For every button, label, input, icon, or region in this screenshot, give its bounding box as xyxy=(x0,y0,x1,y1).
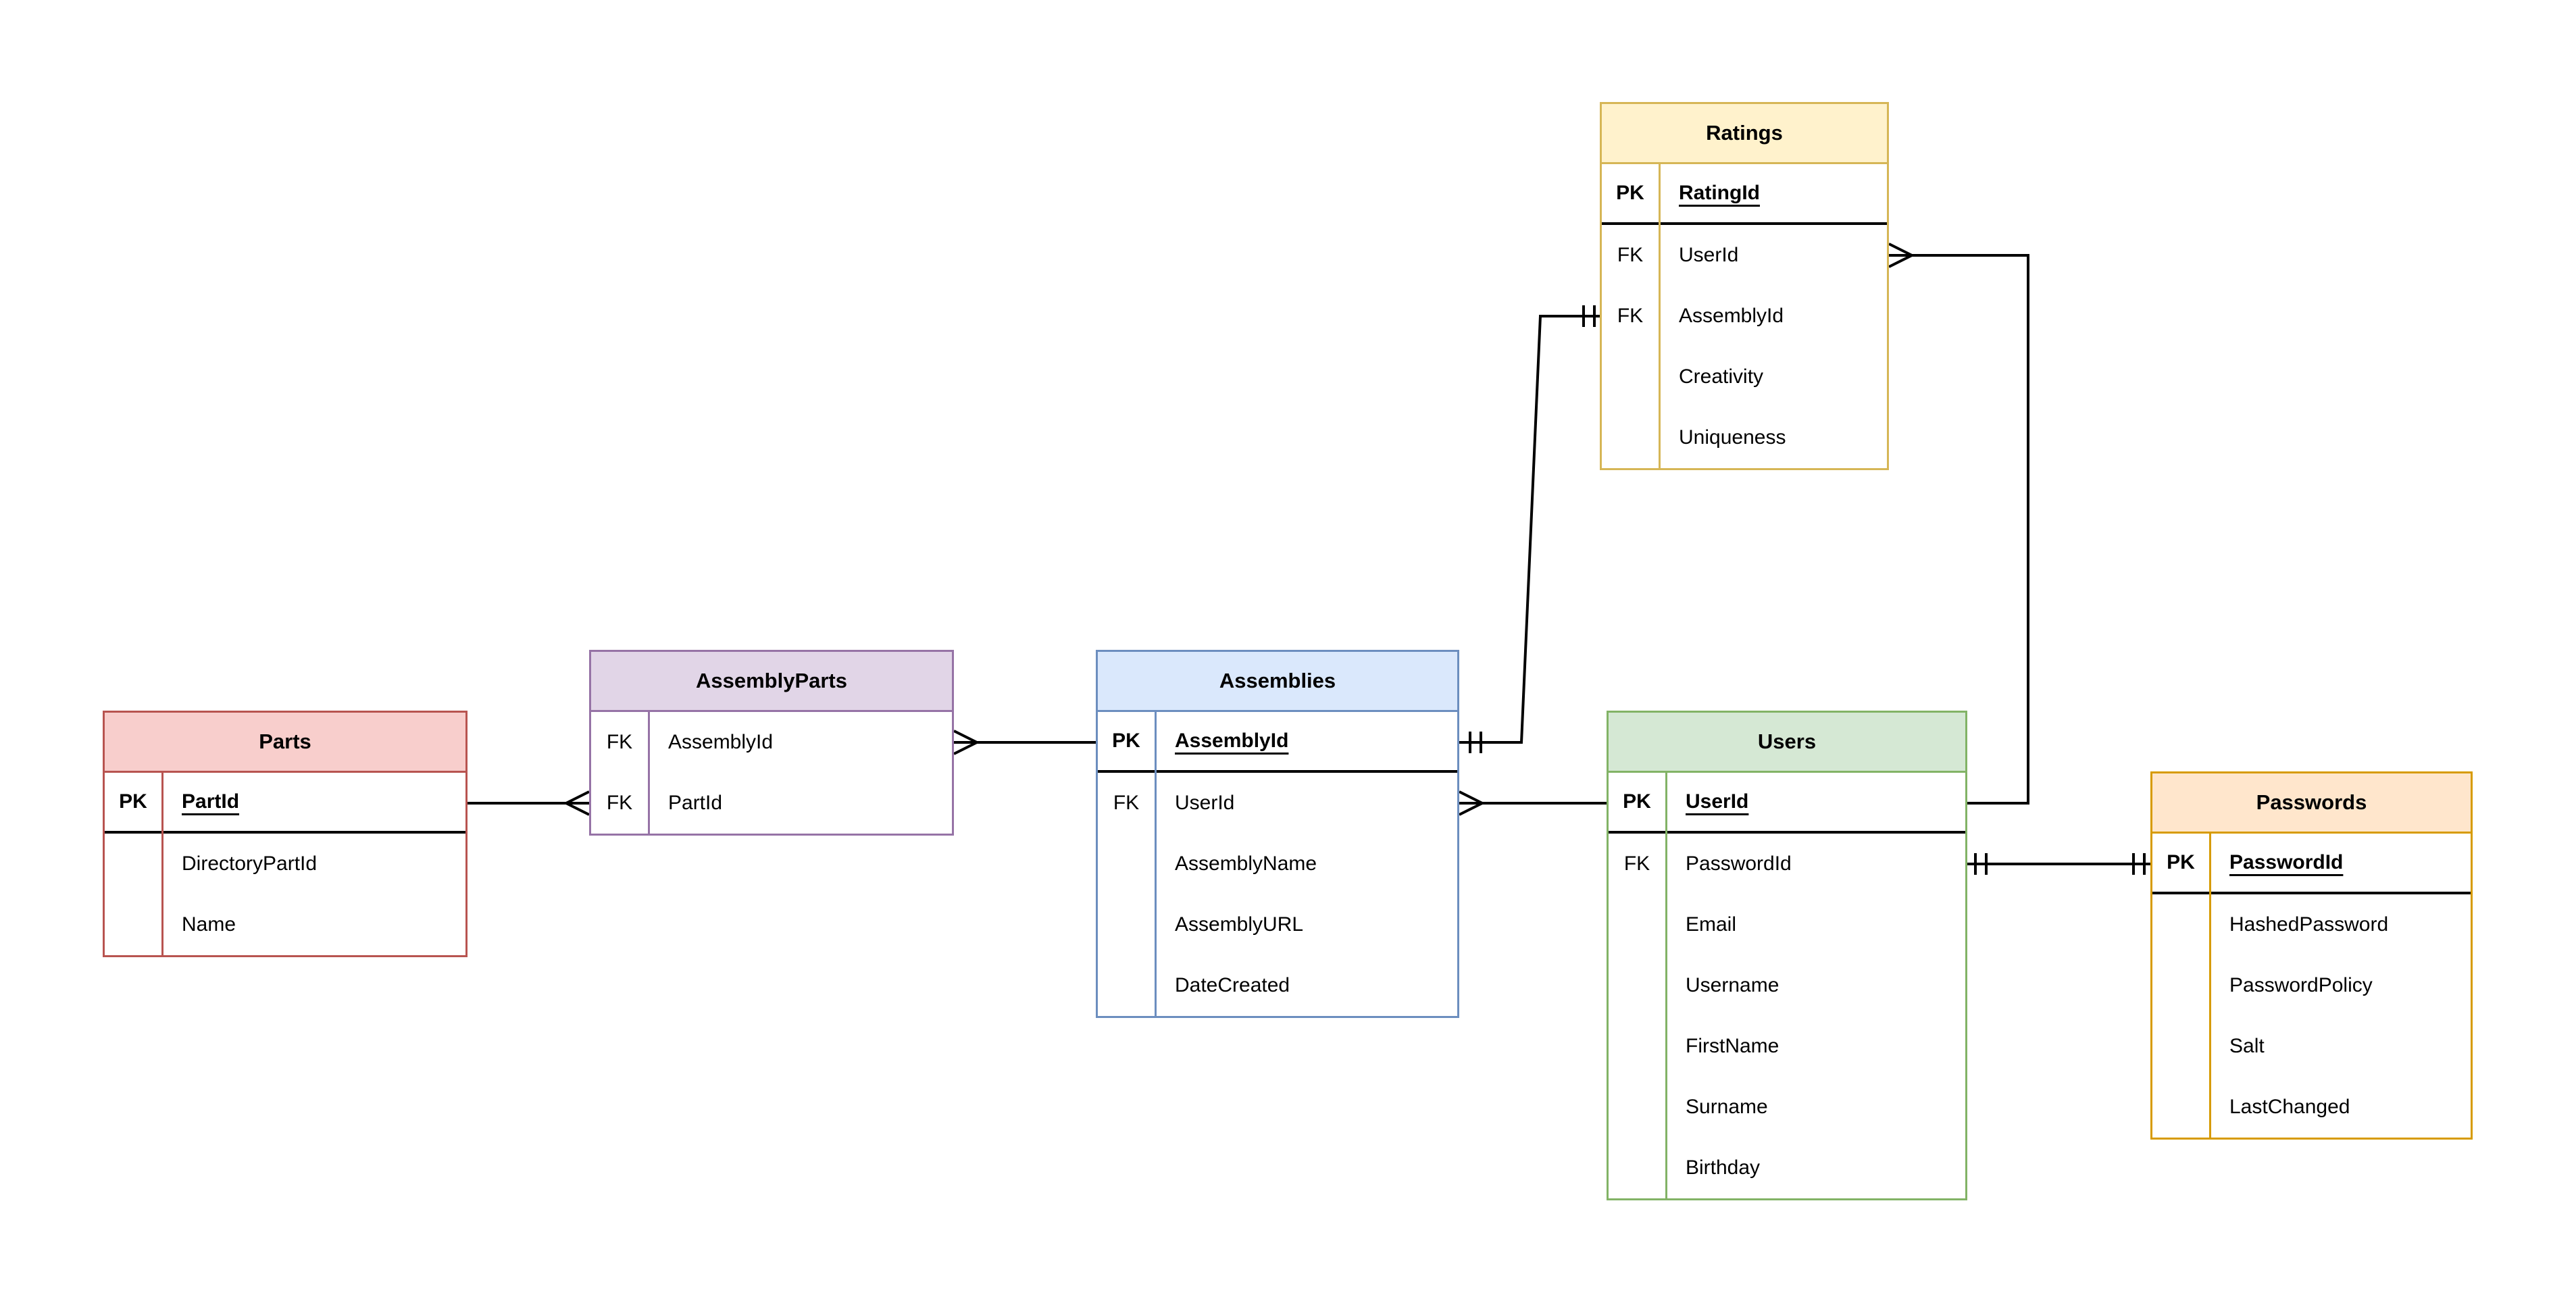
key-label: FK xyxy=(1623,852,1650,875)
field-name: Creativity xyxy=(1679,365,1764,388)
row-assemblyparts-assemblyid[interactable]: FK AssemblyId xyxy=(591,712,952,773)
one-mandatory-tick-icon xyxy=(1974,853,1988,875)
field-name: Username xyxy=(1686,974,1779,996)
field-name: RatingId xyxy=(1679,182,1760,204)
row-ratings-ratingid[interactable]: PK RatingId xyxy=(1602,164,1887,225)
key-label: PK xyxy=(1623,790,1651,813)
relationship-ratings-users[interactable] xyxy=(1888,243,2029,805)
one-mandatory-tick-icon xyxy=(1469,732,1482,753)
field-name: Uniqueness xyxy=(1679,426,1786,449)
one-mandatory-tick-icon xyxy=(1582,305,1596,327)
entity-title: Users xyxy=(1609,713,1965,773)
row-parts-name[interactable]: Name xyxy=(105,894,465,955)
row-assemblies-userid[interactable]: FK UserId xyxy=(1098,773,1457,834)
relationship-assemblyparts-assemblies[interactable] xyxy=(953,730,1096,755)
one-mandatory-tick-icon xyxy=(2132,853,2146,875)
crows-foot-many-icon xyxy=(565,790,590,816)
field-name: AssemblyURL xyxy=(1175,913,1304,936)
field-name: AssemblyId xyxy=(1679,305,1784,327)
entity-parts[interactable]: Parts PK PartId DirectoryPartId Name xyxy=(103,711,468,957)
row-assemblyparts-partid[interactable]: FK PartId xyxy=(591,773,952,834)
relationship-parts-assemblyparts[interactable] xyxy=(468,790,590,816)
row-passwords-salt[interactable]: Salt xyxy=(2152,1016,2471,1077)
entity-users[interactable]: Users PK UserId FK PasswordId Email User… xyxy=(1607,711,1967,1200)
field-name: Birthday xyxy=(1686,1156,1761,1179)
row-users-firstname[interactable]: FirstName xyxy=(1609,1016,1965,1077)
row-passwords-hashedpassword[interactable]: HashedPassword xyxy=(2152,894,2471,955)
field-name: Salt xyxy=(2229,1035,2265,1057)
key-label: FK xyxy=(606,731,633,753)
field-name: UserId xyxy=(1686,790,1749,813)
crows-foot-many-icon xyxy=(953,730,978,755)
key-label: FK xyxy=(1617,244,1644,266)
row-ratings-userid[interactable]: FK UserId xyxy=(1602,225,1887,286)
row-assemblies-assemblyid[interactable]: PK AssemblyId xyxy=(1098,712,1457,773)
field-name: AssemblyName xyxy=(1175,852,1317,875)
row-users-passwordid[interactable]: FK PasswordId xyxy=(1609,834,1965,894)
relationship-assemblies-ratings[interactable] xyxy=(1459,305,1600,753)
row-parts-partid[interactable]: PK PartId xyxy=(105,773,465,834)
field-name: PartId xyxy=(668,792,723,814)
row-assemblies-assemblyname[interactable]: AssemblyName xyxy=(1098,834,1457,894)
relationship-users-passwords[interactable] xyxy=(1967,853,2150,875)
key-label: FK xyxy=(1113,792,1140,814)
key-label: FK xyxy=(606,792,633,814)
row-users-surname[interactable]: Surname xyxy=(1609,1077,1965,1138)
field-name: Name xyxy=(182,913,236,936)
field-name: LastChanged xyxy=(2229,1096,2350,1118)
entity-title: Ratings xyxy=(1602,104,1887,164)
row-passwords-lastchanged[interactable]: LastChanged xyxy=(2152,1077,2471,1138)
entity-ratings[interactable]: Ratings PK RatingId FK UserId FK Assembl… xyxy=(1600,102,1889,470)
entity-assemblyparts[interactable]: AssemblyParts FK AssemblyId FK PartId xyxy=(589,650,954,836)
row-assemblies-assemblyurl[interactable]: AssemblyURL xyxy=(1098,894,1457,955)
field-name: PartId xyxy=(182,790,240,813)
field-name: PasswordPolicy xyxy=(2229,974,2373,996)
row-users-birthday[interactable]: Birthday xyxy=(1609,1138,1965,1198)
key-column-divider xyxy=(161,773,163,955)
field-name: Email xyxy=(1686,913,1737,936)
entity-title: Passwords xyxy=(2152,773,2471,834)
key-column-divider xyxy=(648,712,650,834)
field-name: HashedPassword xyxy=(2229,913,2389,936)
entity-title: AssemblyParts xyxy=(591,652,952,712)
key-column-divider xyxy=(1155,712,1157,1016)
entity-title: Parts xyxy=(105,713,465,773)
row-ratings-uniqueness[interactable]: Uniqueness xyxy=(1602,407,1887,468)
key-column-divider xyxy=(2209,834,2211,1138)
field-name: PasswordId xyxy=(2229,851,2344,873)
field-name: AssemblyId xyxy=(1175,730,1289,752)
row-ratings-assemblyid[interactable]: FK AssemblyId xyxy=(1602,286,1887,347)
crows-foot-many-icon xyxy=(1459,790,1483,816)
row-users-email[interactable]: Email xyxy=(1609,894,1965,955)
row-passwords-passwordpolicy[interactable]: PasswordPolicy xyxy=(2152,955,2471,1016)
field-name: UserId xyxy=(1175,792,1235,814)
entity-passwords[interactable]: Passwords PK PasswordId HashedPassword P… xyxy=(2150,771,2473,1140)
field-name: PasswordId xyxy=(1686,852,1792,875)
entity-assemblies[interactable]: Assemblies PK AssemblyId FK UserId Assem… xyxy=(1096,650,1459,1018)
field-name: FirstName xyxy=(1686,1035,1779,1057)
field-name: DateCreated xyxy=(1175,974,1290,996)
key-label: PK xyxy=(119,790,147,813)
field-name: AssemblyId xyxy=(668,731,774,753)
key-label: PK xyxy=(1112,730,1140,752)
field-name: UserId xyxy=(1679,244,1739,266)
relationship-assemblies-users[interactable] xyxy=(1459,790,1607,816)
crows-foot-many-icon xyxy=(1888,243,1913,268)
row-ratings-creativity[interactable]: Creativity xyxy=(1602,347,1887,407)
field-name: DirectoryPartId xyxy=(182,852,318,875)
row-assemblies-datecreated[interactable]: DateCreated xyxy=(1098,955,1457,1016)
key-label: PK xyxy=(2167,851,2195,873)
row-users-userid[interactable]: PK UserId xyxy=(1609,773,1965,834)
field-name: Surname xyxy=(1686,1096,1768,1118)
key-column-divider xyxy=(1665,773,1667,1198)
key-label: FK xyxy=(1617,305,1644,327)
key-column-divider xyxy=(1659,164,1661,468)
row-parts-directorypartid[interactable]: DirectoryPartId xyxy=(105,834,465,894)
row-passwords-passwordid[interactable]: PK PasswordId xyxy=(2152,834,2471,894)
row-users-username[interactable]: Username xyxy=(1609,955,1965,1016)
key-label: PK xyxy=(1616,182,1644,204)
entity-title: Assemblies xyxy=(1098,652,1457,712)
